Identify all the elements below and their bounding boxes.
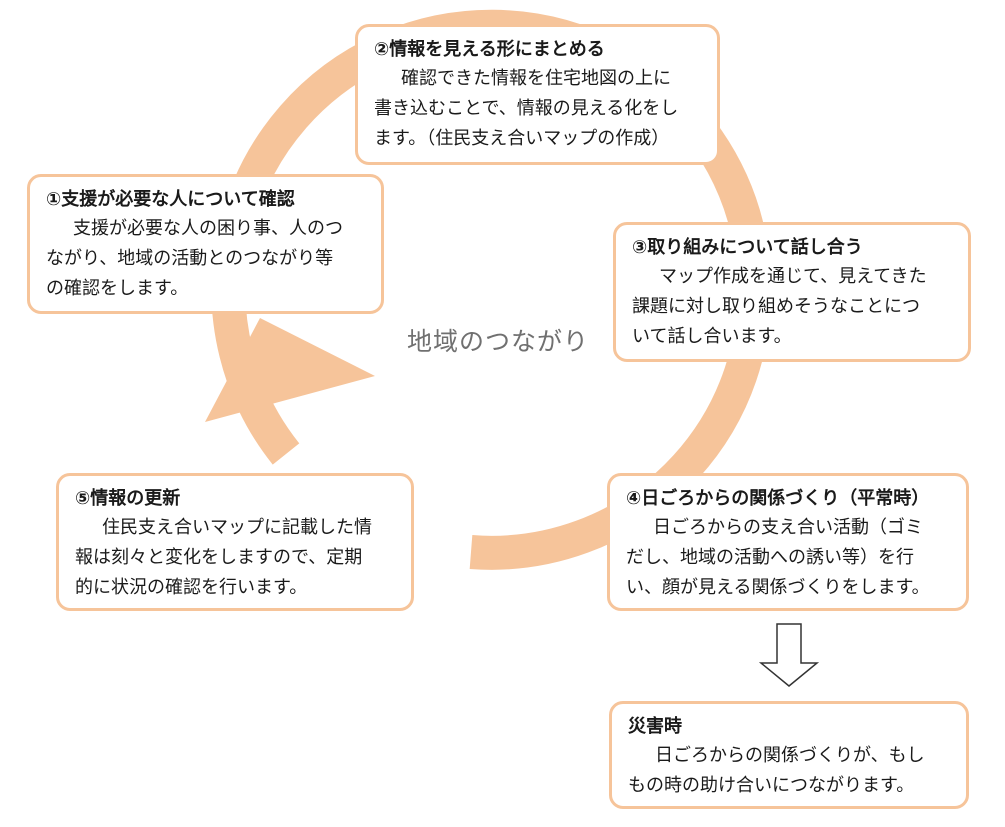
- step-3-box: ③取り組みについて話し合う マップ作成を通じて、見えてきた 課題に対し取り組めそ…: [613, 222, 971, 362]
- step-5-box: ⑤情報の更新 住民支え合いマップに記載した情 報は刻々と変化をしますので、定期 …: [56, 473, 414, 611]
- step-2-box: ②情報を見える形にまとめる 確認できた情報を住宅地図の上に 書き込むことで、情報…: [355, 24, 720, 165]
- disaster-title: 災害時: [628, 716, 682, 737]
- step-4-body: 日ごろからの支え合い活動（ゴミ だし、地域の活動への誘い等）を行 い、顔が見える…: [626, 517, 930, 598]
- step-2-title: ②情報を見える形にまとめる: [374, 39, 605, 60]
- step-1-title: ①支援が必要な人について確認: [46, 189, 295, 210]
- disaster-body: 日ごろからの関係づくりが、もし もの時の助け合いにつながります。: [628, 745, 925, 796]
- cycle-arrowhead: [205, 318, 375, 422]
- step-3-title: ③取り組みについて話し合う: [632, 237, 863, 258]
- step-4-title: ④日ごろからの関係づくり（平常時）: [626, 488, 930, 509]
- step-4-box: ④日ごろからの関係づくり（平常時） 日ごろからの支え合い活動（ゴミ だし、地域の…: [607, 473, 969, 611]
- step-5-title: ⑤情報の更新: [75, 488, 181, 509]
- down-arrow-icon: [758, 623, 820, 687]
- step-5-body: 住民支え合いマップに記載した情 報は刻々と変化をしますので、定期 的に状況の確認…: [75, 517, 372, 598]
- disaster-box: 災害時 日ごろからの関係づくりが、もし もの時の助け合いにつながります。: [609, 701, 969, 809]
- step-1-body: 支援が必要な人の困り事、人のつ ながり、地域の活動とのつながり等 の確認をします…: [46, 218, 343, 299]
- center-label: 地域のつながり: [407, 327, 590, 356]
- step-1-box: ①支援が必要な人について確認 支援が必要な人の困り事、人のつ ながり、地域の活動…: [27, 174, 384, 314]
- step-3-body: マップ作成を通じて、見えてきた 課題に対し取り組めそうなことにつ いて話し合いま…: [632, 266, 927, 347]
- step-2-body: 確認できた情報を住宅地図の上に 書き込むことで、情報の見える化をし ます。（住民…: [374, 68, 679, 149]
